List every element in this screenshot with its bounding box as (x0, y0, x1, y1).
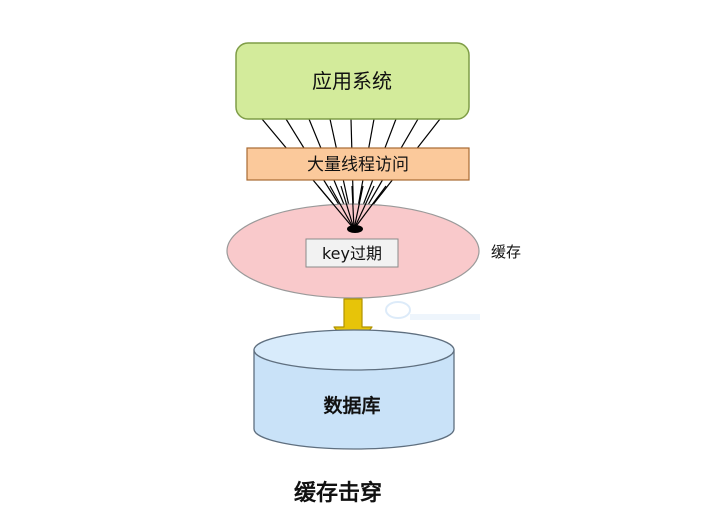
key-expired-box: key过期 (305, 238, 399, 268)
watermark-smudge (385, 301, 480, 320)
threads-label: 大量线程访问 (307, 155, 409, 175)
access-line (353, 185, 364, 230)
access-line (353, 185, 387, 230)
access-line (340, 185, 355, 230)
database-body (253, 349, 455, 450)
app-system-shape (235, 42, 470, 120)
cache-label: 缓存 (491, 243, 521, 261)
app-system-label: 应用系统 (312, 69, 392, 93)
access-line (317, 185, 355, 230)
access-line (353, 185, 375, 230)
threads-bar: 大量线程访问 (246, 147, 470, 181)
convergence-point (347, 225, 363, 233)
threads-shape (246, 147, 470, 181)
access-lines-front (317, 185, 387, 230)
database-label: 数据库 (323, 394, 380, 417)
access-line (351, 185, 355, 230)
key-expired-label: key过期 (322, 244, 382, 263)
key-expired-shape (305, 238, 399, 268)
database-top (253, 329, 455, 371)
app-system-box: 应用系统 (235, 42, 470, 120)
access-line (329, 185, 355, 230)
diagram-caption: 缓存击穿 (294, 480, 382, 506)
database-cylinder: 数据库 (253, 329, 455, 450)
